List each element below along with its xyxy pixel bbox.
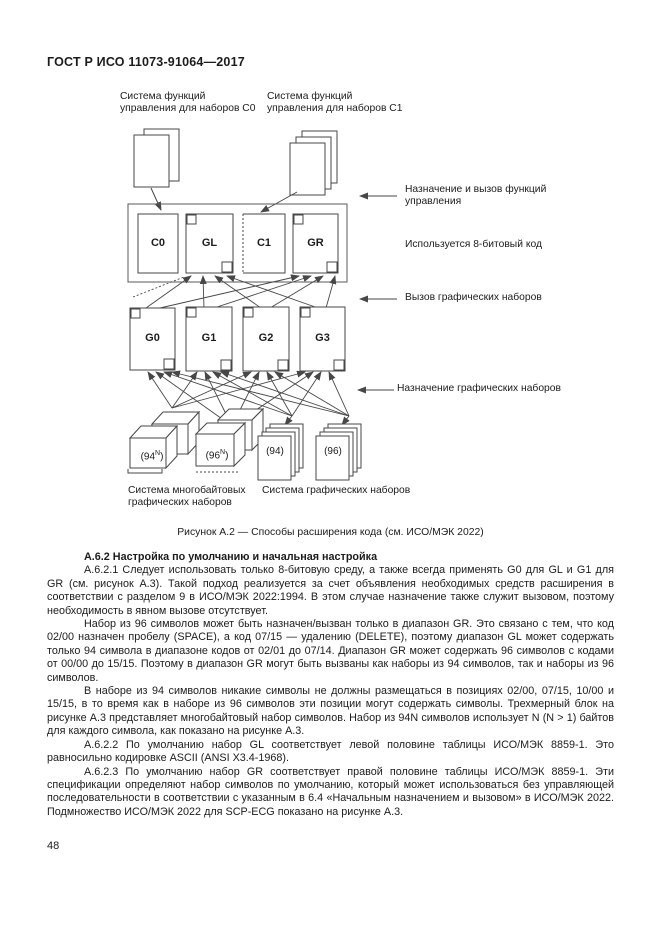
graphic-set-stack-94 bbox=[258, 424, 303, 480]
set-label-94n: (94N) bbox=[140, 450, 164, 463]
g1-box-label: G1 bbox=[201, 332, 217, 344]
label-invoke-graphic-sets: Вызов графических наборов bbox=[405, 292, 542, 303]
side-callout-arrows bbox=[357, 192, 397, 394]
set-label-94: (94) bbox=[266, 446, 284, 457]
paragraph: А.6.2.2 По умолчанию набор GL соответств… bbox=[47, 738, 614, 765]
section-heading: А.6.2 Настройка по умолчанию и начальная… bbox=[84, 551, 378, 563]
paragraph: А.6.2.1 Следует использовать только 8-би… bbox=[47, 564, 614, 617]
c1-box-label: C1 bbox=[256, 237, 272, 249]
assignment-arrows bbox=[147, 370, 350, 427]
set-label-96n: (96N) bbox=[205, 449, 229, 462]
label-multibyte-system: Система многобайтовых графических наборо… bbox=[128, 485, 246, 509]
paragraph: В наборе из 94 символов никакие символы … bbox=[47, 685, 614, 738]
control-function-stack-c0 bbox=[134, 129, 179, 211]
g3-box-label: G3 bbox=[315, 332, 330, 344]
g2-box-label: G2 bbox=[258, 332, 274, 344]
graphic-set-stack-96 bbox=[316, 424, 361, 480]
page-title: ГОСТ Р ИСО 11073-91064—2017 bbox=[47, 55, 245, 69]
multibyte-set-96n bbox=[196, 409, 263, 473]
c1-box bbox=[243, 214, 285, 273]
label-assign-graphic-sets: Назначение графических наборов bbox=[397, 383, 561, 394]
set-label-96: (96) bbox=[324, 446, 342, 457]
gr-box-label: GR bbox=[307, 237, 324, 249]
label-graphic-system: Система графических наборов bbox=[262, 485, 411, 496]
gl-box-label: GL bbox=[201, 237, 218, 249]
page-number: 48 bbox=[47, 840, 60, 852]
g0-box-label: G0 bbox=[145, 332, 160, 344]
code-table-box bbox=[128, 204, 347, 282]
control-system-label-c1: Система функций управления для наборов C… bbox=[267, 91, 403, 115]
label-assign-invoke-control: Назначение и вызов функций управления bbox=[405, 184, 547, 208]
control-system-label-c0: Система функций управления для наборов C… bbox=[120, 91, 256, 115]
figure-caption: Рисунок А.2 — Способы расширения кода (с… bbox=[177, 527, 484, 538]
paragraph: Набор из 96 символов может быть назначен… bbox=[47, 618, 614, 684]
paragraph: А.6.2.3 По умолчанию набор GR соответств… bbox=[47, 765, 614, 818]
g-set-boxes bbox=[130, 307, 345, 371]
invocation-arrows bbox=[132, 274, 337, 309]
body-text: А.6.2 Настройка по умолчанию и начальная… bbox=[47, 551, 614, 819]
figure-a2-diagram bbox=[0, 0, 397, 545]
c0-box bbox=[138, 214, 178, 273]
control-function-stack-c1 bbox=[260, 131, 337, 213]
multibyte-set-94n bbox=[128, 412, 199, 473]
c0-box-label: C0 bbox=[150, 237, 166, 249]
label-eight-bit-code: Используется 8-битовый код bbox=[405, 239, 542, 250]
